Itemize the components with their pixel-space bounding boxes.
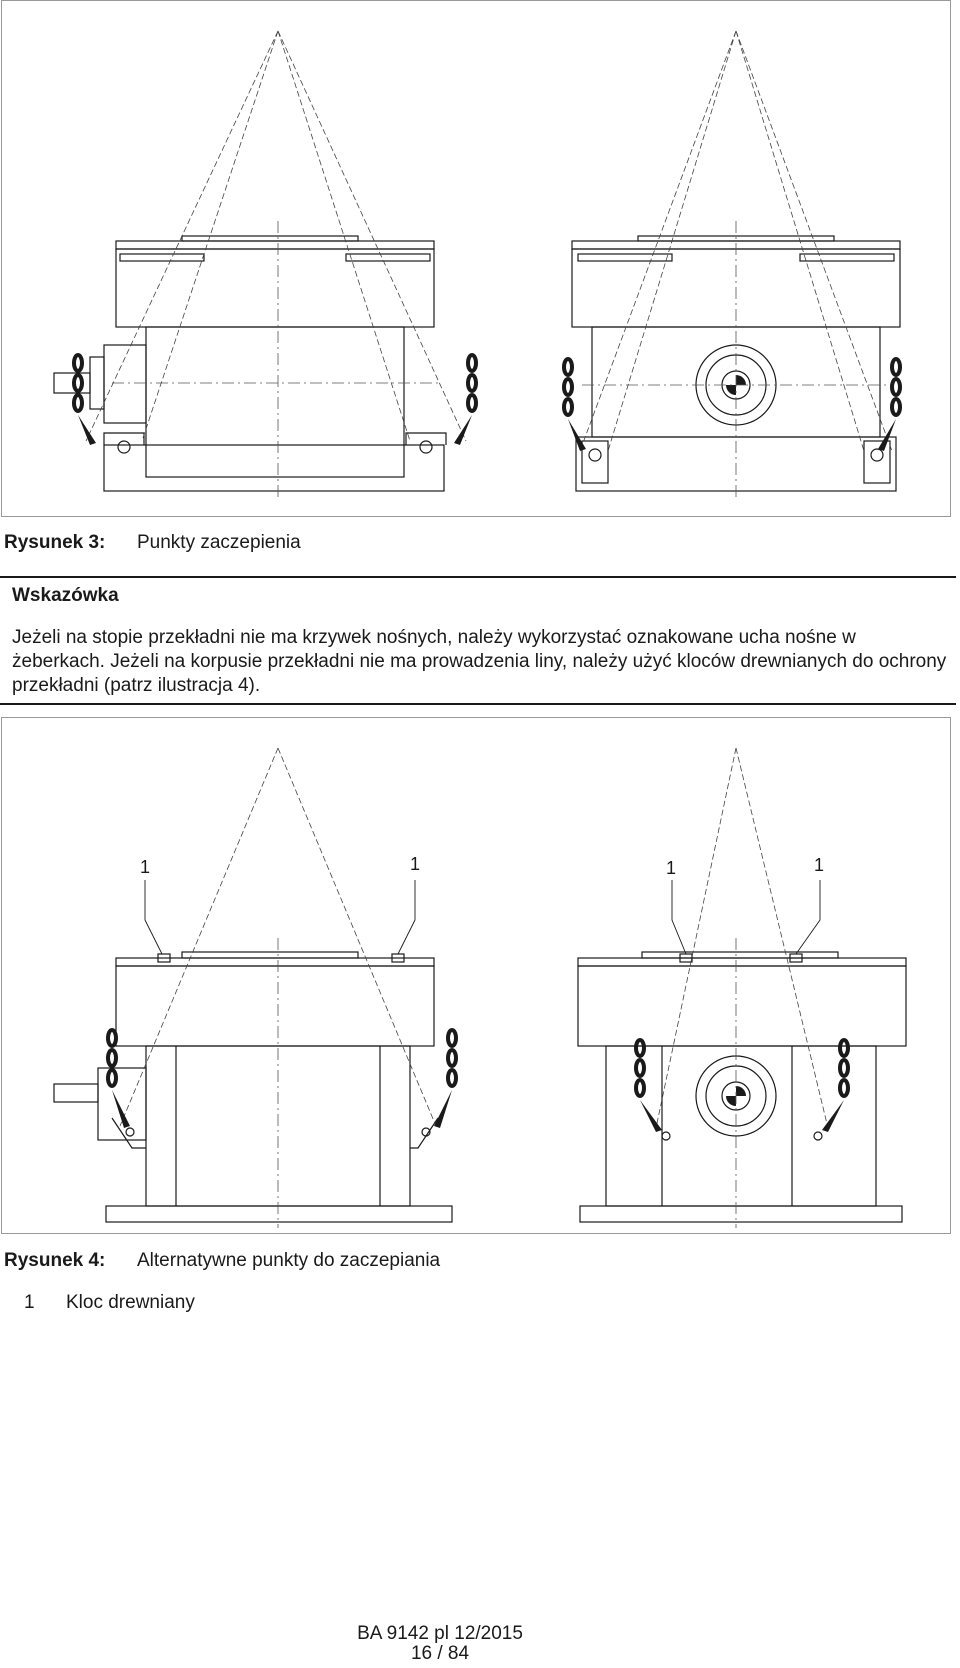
figure-3-svg: [53, 30, 902, 501]
figure-3-caption-label: Rysunek 3:: [4, 532, 106, 553]
figure-4-caption-label: Rysunek 4:: [4, 1250, 106, 1271]
figure-3-caption: Rysunek 3: Punkty zaczepienia: [4, 532, 301, 554]
callout-1: 1: [814, 855, 824, 875]
note-bottom-rule: [0, 703, 956, 705]
center-lines: [277, 938, 737, 1228]
note-top-rule: [0, 576, 956, 578]
page-number: 16 / 84: [410, 1643, 470, 1664]
figure-4-caption: Rysunek 4: Alternatywne punkty do zaczepi…: [4, 1250, 440, 1272]
lifting-hooks: [112, 1090, 844, 1132]
lifting-chains: [72, 353, 902, 417]
shaft-center-mark: [726, 375, 746, 395]
note-title: Wskazówka: [12, 585, 119, 606]
page-footer: BA 9142 pl 12/2015 16 / 84: [300, 1624, 580, 1664]
center-lines: [112, 221, 892, 501]
gearbox-side-view: [53, 951, 453, 1223]
callout-1: 1: [140, 857, 150, 877]
shaft-center-mark: [726, 1086, 746, 1106]
callout-1: 1: [410, 854, 420, 874]
legend-item-number: 1: [24, 1292, 35, 1313]
figure-4-drawing: 1 1 1 1: [1, 717, 951, 1234]
lifting-hooks: [78, 415, 896, 451]
callout-1: 1: [666, 858, 676, 878]
lifting-chains: [106, 1028, 850, 1098]
figure-4-svg: 1 1 1 1: [53, 747, 907, 1228]
figure-3-caption-text: Punkty zaczepienia: [137, 532, 301, 553]
lifting-slings: [119, 747, 829, 1129]
figure-3-drawing: [1, 0, 951, 517]
figure-4-caption-text: Alternatywne punkty do zaczepiania: [137, 1250, 441, 1271]
gearbox-side-view: [53, 235, 447, 492]
document-id: BA 9142 pl 12/2015: [357, 1623, 523, 1644]
lifting-slings: [85, 30, 893, 452]
legend-item-text: Kloc drewniany: [66, 1292, 195, 1313]
figure-4-legend: 1 Kloc drewniany: [24, 1292, 195, 1314]
note-text: Jeżeli na stopie przekładni nie ma krzyw…: [12, 627, 947, 696]
callout-labels: 1 1 1 1: [140, 854, 824, 878]
callout-leaders: [144, 880, 821, 955]
gearbox-front-view: [577, 951, 907, 1223]
